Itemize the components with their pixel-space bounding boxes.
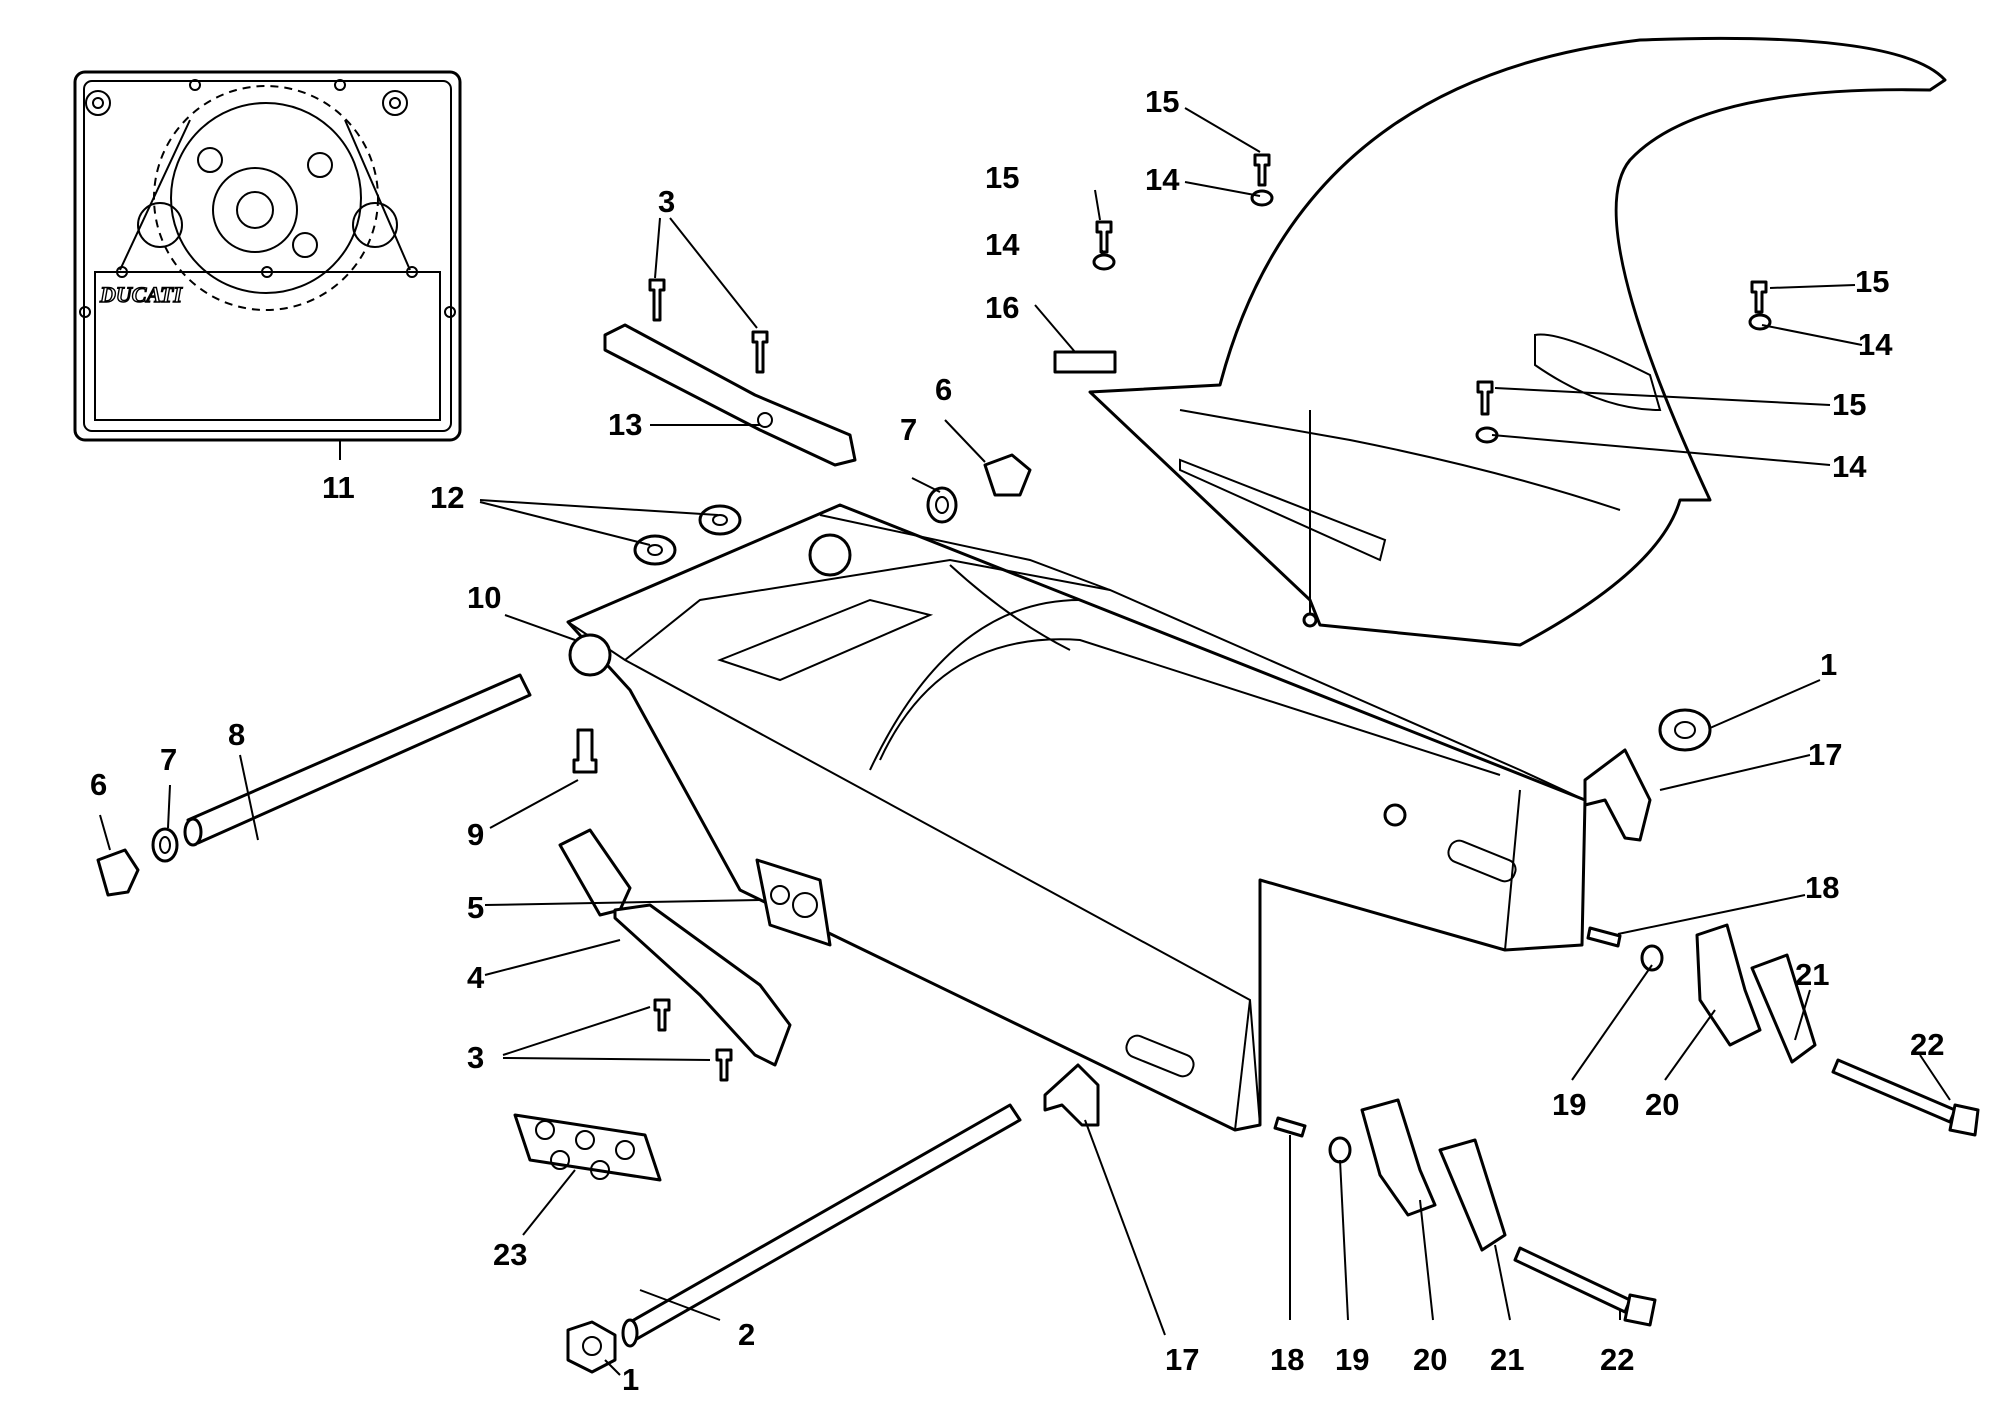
callout-23: 23 bbox=[493, 1237, 527, 1272]
callout-6-left: 6 bbox=[90, 767, 107, 802]
rear-mudguard bbox=[1053, 36, 1947, 647]
callout-14-d: 14 bbox=[1832, 449, 1867, 484]
rubber-pad bbox=[755, 858, 832, 947]
chain-guide-upper bbox=[603, 323, 857, 467]
callout-2: 2 bbox=[738, 1317, 755, 1352]
callout-19-bottom: 19 bbox=[1335, 1342, 1369, 1377]
pivot-spindle-short bbox=[183, 673, 532, 847]
callout-15-b: 15 bbox=[1145, 84, 1179, 119]
pivot-spindle-long bbox=[621, 1103, 1022, 1348]
callout-10: 10 bbox=[467, 580, 501, 615]
callout-11: 11 bbox=[322, 470, 355, 505]
callout-5: 5 bbox=[467, 890, 484, 925]
callout-9: 9 bbox=[467, 817, 484, 852]
callout-4: 4 bbox=[467, 960, 485, 995]
sprocket-cover-plate: DUCATI bbox=[73, 70, 462, 442]
leader-lines bbox=[99, 107, 1951, 1376]
ducati-logo: DUCATI bbox=[99, 282, 183, 307]
callout-12: 12 bbox=[430, 480, 464, 515]
callout-15-d: 15 bbox=[1832, 387, 1866, 422]
callout-20-bottom: 20 bbox=[1413, 1342, 1447, 1377]
callout-18-right: 18 bbox=[1805, 870, 1839, 905]
callout-1-right: 1 bbox=[1820, 647, 1837, 682]
callout-14-c: 14 bbox=[1858, 327, 1893, 362]
callout-13: 13 bbox=[608, 407, 642, 442]
hardware bbox=[96, 153, 1980, 1374]
callout-17-bottom: 17 bbox=[1165, 1342, 1199, 1377]
callout-7-top: 7 bbox=[900, 412, 917, 447]
callout-22-bottom: 22 bbox=[1600, 1342, 1634, 1377]
callout-15-a: 15 bbox=[985, 160, 1019, 195]
chain-slider bbox=[558, 828, 792, 1067]
callout-19-right: 19 bbox=[1552, 1087, 1586, 1122]
callout-21-right: 21 bbox=[1795, 957, 1829, 992]
callout-14-b: 14 bbox=[1145, 162, 1180, 197]
callout-14-a: 14 bbox=[985, 227, 1020, 262]
callout-17-right: 17 bbox=[1808, 737, 1842, 772]
callout-15-c: 15 bbox=[1855, 264, 1889, 299]
callout-labels: 1 1 2 3 3 3 4 5 6 6 7 7 8 9 10 11 12 13 … bbox=[90, 84, 1944, 1397]
swingarm bbox=[566, 503, 1587, 1132]
callout-7-left: 7 bbox=[160, 742, 177, 777]
callout-6-top: 6 bbox=[935, 372, 952, 407]
callout-16: 16 bbox=[985, 290, 1019, 325]
callout-22-right: 22 bbox=[1910, 1027, 1944, 1062]
callout-21-bottom: 21 bbox=[1490, 1342, 1524, 1377]
callout-20-right: 20 bbox=[1645, 1087, 1679, 1122]
callout-3-top: 3 bbox=[658, 184, 675, 219]
callout-3-bottom: 3 bbox=[467, 1040, 484, 1075]
callout-18-bottom: 18 bbox=[1270, 1342, 1304, 1377]
callout-8: 8 bbox=[228, 717, 245, 752]
callout-1-bottom: 1 bbox=[622, 1362, 639, 1397]
